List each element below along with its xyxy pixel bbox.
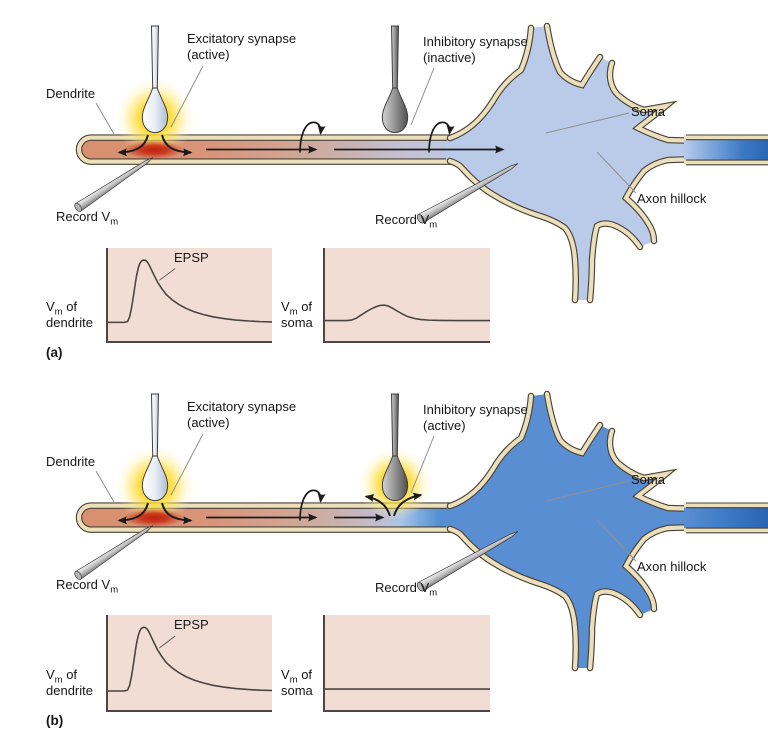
- vm-soma-graph-b: [323, 615, 490, 712]
- inhibitory-synapse-label: Inhibitory synapse: [423, 34, 528, 49]
- excitatory-synapse-terminal: [141, 25, 169, 134]
- record-vm-dendrite-label: Record Vm: [56, 209, 119, 228]
- vm-dendrite-graph-b: EPSP: [106, 615, 272, 712]
- leak-arrow-1: [299, 121, 326, 153]
- epsp-annotation: EPSP: [174, 617, 209, 632]
- leak-arrow-1: [299, 489, 326, 521]
- excitatory-synapse-state: (active): [187, 47, 230, 62]
- current-left-arrow: [117, 134, 149, 157]
- record-vm-soma-label: Record Vm: [375, 580, 438, 599]
- dendrite-label: Dendrite: [46, 454, 96, 469]
- epsp-trace: [108, 626, 272, 692]
- pointer-lines: [95, 65, 637, 194]
- axon: [684, 502, 768, 534]
- axon-hillock-label: Axon hillock: [637, 559, 707, 574]
- current-right-arrow: [161, 502, 193, 525]
- epsp-annotation: EPSP: [174, 250, 209, 265]
- epsp-pointer-line: [159, 635, 176, 649]
- vm-dendrite-graph-a: EPSP: [106, 248, 272, 343]
- attenuated-epsp-trace: [325, 304, 490, 322]
- record-vm-soma-label: Record Vm: [375, 212, 438, 231]
- soma-shape: [446, 390, 704, 672]
- panel-b-letter: (b): [46, 713, 64, 728]
- pointer-lines: [95, 433, 637, 562]
- soma-electrode-needle: [416, 163, 519, 224]
- current-flow-arrows: [117, 121, 505, 157]
- soma-membrane-sheath: [447, 391, 703, 671]
- soma-membrane-sheath: [447, 23, 703, 303]
- dendrite-electrode-needle: [74, 157, 154, 212]
- excitatory-synapse-label: Excitatory synapse: [187, 31, 297, 46]
- epsp-pointer-line: [159, 268, 176, 281]
- current-right-arrow: [161, 134, 193, 157]
- panel-b-diagram: [74, 390, 768, 672]
- depolarization-hotspot: [124, 508, 184, 527]
- vm-soma-graph-a: [323, 248, 490, 343]
- inhibitory-synapse-terminal: [381, 393, 409, 502]
- current-left-arrow: [117, 502, 149, 525]
- inhibitory-synapse-terminal: [381, 25, 409, 134]
- excitatory-synapse-state: (active): [187, 415, 230, 430]
- dendrite-label: Dendrite: [46, 86, 96, 101]
- soma-shape: [446, 22, 704, 304]
- excitatory-synapse-label: Excitatory synapse: [187, 399, 297, 414]
- panel-a-letter: (a): [46, 345, 63, 360]
- inhibitory-synapse-state: (active): [423, 418, 466, 433]
- soma-electrode-needle: [416, 531, 519, 592]
- current-flow-arrows: [117, 489, 423, 525]
- inhibitory-synapse-label: Inhibitory synapse: [423, 402, 528, 417]
- depolarization-hotspot: [124, 140, 184, 159]
- epsp-trace: [108, 259, 272, 324]
- shunt-left-arrow: [364, 493, 391, 517]
- record-vm-dendrite-label: Record Vm: [56, 577, 119, 596]
- shunt-right-arrow: [393, 492, 423, 517]
- panel-a-diagram: [74, 22, 768, 304]
- axon: [684, 134, 768, 166]
- excitatory-synapse-terminal: [141, 393, 169, 502]
- soma-label: Soma: [631, 472, 665, 487]
- inhibitory-synapse-state: (inactive): [423, 50, 476, 65]
- soma-fill: [446, 26, 704, 300]
- leak-arrow-2: [428, 121, 455, 153]
- axon-hillock-label: Axon hillock: [637, 191, 707, 206]
- soma-label: Soma: [631, 104, 665, 119]
- soma-fill: [446, 394, 704, 668]
- dendrite-electrode-needle: [74, 525, 154, 580]
